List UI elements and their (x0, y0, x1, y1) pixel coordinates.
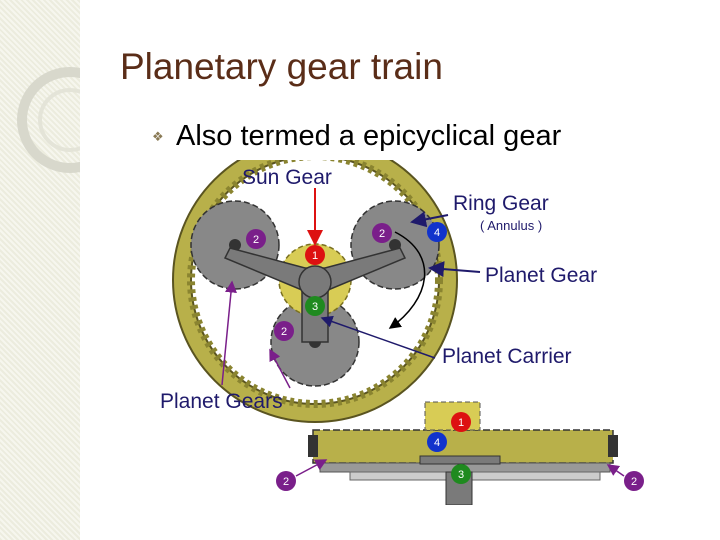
side-view (308, 401, 618, 505)
svg-text:2: 2 (631, 476, 637, 488)
rotation-arrow (388, 231, 426, 329)
planet-badge-bottom: 2 (274, 321, 294, 341)
planet-gear-top-right (350, 200, 440, 290)
svg-text:2: 2 (281, 326, 287, 338)
planetary-gear-diagram: 1 3 4 2 2 2 Sun Gear Ring Gear ( Annulus… (160, 160, 644, 505)
side-carrier-badge: 3 (451, 464, 471, 484)
decorative-rings (17, 67, 80, 173)
planet-carrier-pointer (320, 315, 436, 359)
side-planet-badge-left: 2 (276, 459, 328, 491)
side-ring-badge: 4 (427, 432, 447, 452)
sun-badge: 1 (305, 245, 325, 265)
planet-carrier-label: Planet Carrier (442, 345, 572, 368)
bullet-item: ❖ Also termed a epicyclical gear (152, 120, 561, 153)
planet-gears-label: Planet Gears (160, 390, 283, 413)
svg-text:1: 1 (458, 417, 464, 429)
sun-gear-label: Sun Gear (242, 166, 332, 189)
planet-gears-pointer-left (221, 280, 237, 386)
svg-text:2: 2 (379, 228, 385, 240)
ring-badge: 4 (427, 222, 447, 242)
svg-text:2: 2 (283, 476, 289, 488)
svg-text:2: 2 (253, 234, 259, 246)
planet-gear-label: Planet Gear (485, 264, 597, 287)
planet-gears-pointer-bottom (269, 348, 291, 389)
side-planet-badge-right: 2 (606, 464, 644, 491)
annulus-label: ( Annulus ) (480, 218, 542, 233)
ring-gear-label: Ring Gear (453, 192, 549, 215)
svg-text:4: 4 (434, 437, 440, 449)
decorative-side-band (0, 0, 80, 540)
planet-badge-top-left: 2 (246, 229, 266, 249)
slide-title: Planetary gear train (120, 46, 443, 87)
bullet-icon: ❖ (152, 128, 164, 144)
planet-gear-pointer (428, 261, 481, 278)
carrier-badge: 3 (305, 296, 325, 316)
bullet-text: Also termed a epicyclical gear (176, 120, 562, 152)
side-sun-badge: 1 (451, 412, 471, 432)
svg-text:3: 3 (312, 301, 318, 313)
ring-gear-pointer (410, 211, 449, 228)
svg-text:3: 3 (458, 469, 464, 481)
planet-carrier (223, 247, 407, 343)
planet-badge-top-right: 2 (372, 223, 392, 243)
svg-text:1: 1 (312, 250, 318, 262)
planet-gear-top-left (190, 200, 280, 290)
svg-text:4: 4 (434, 227, 440, 239)
